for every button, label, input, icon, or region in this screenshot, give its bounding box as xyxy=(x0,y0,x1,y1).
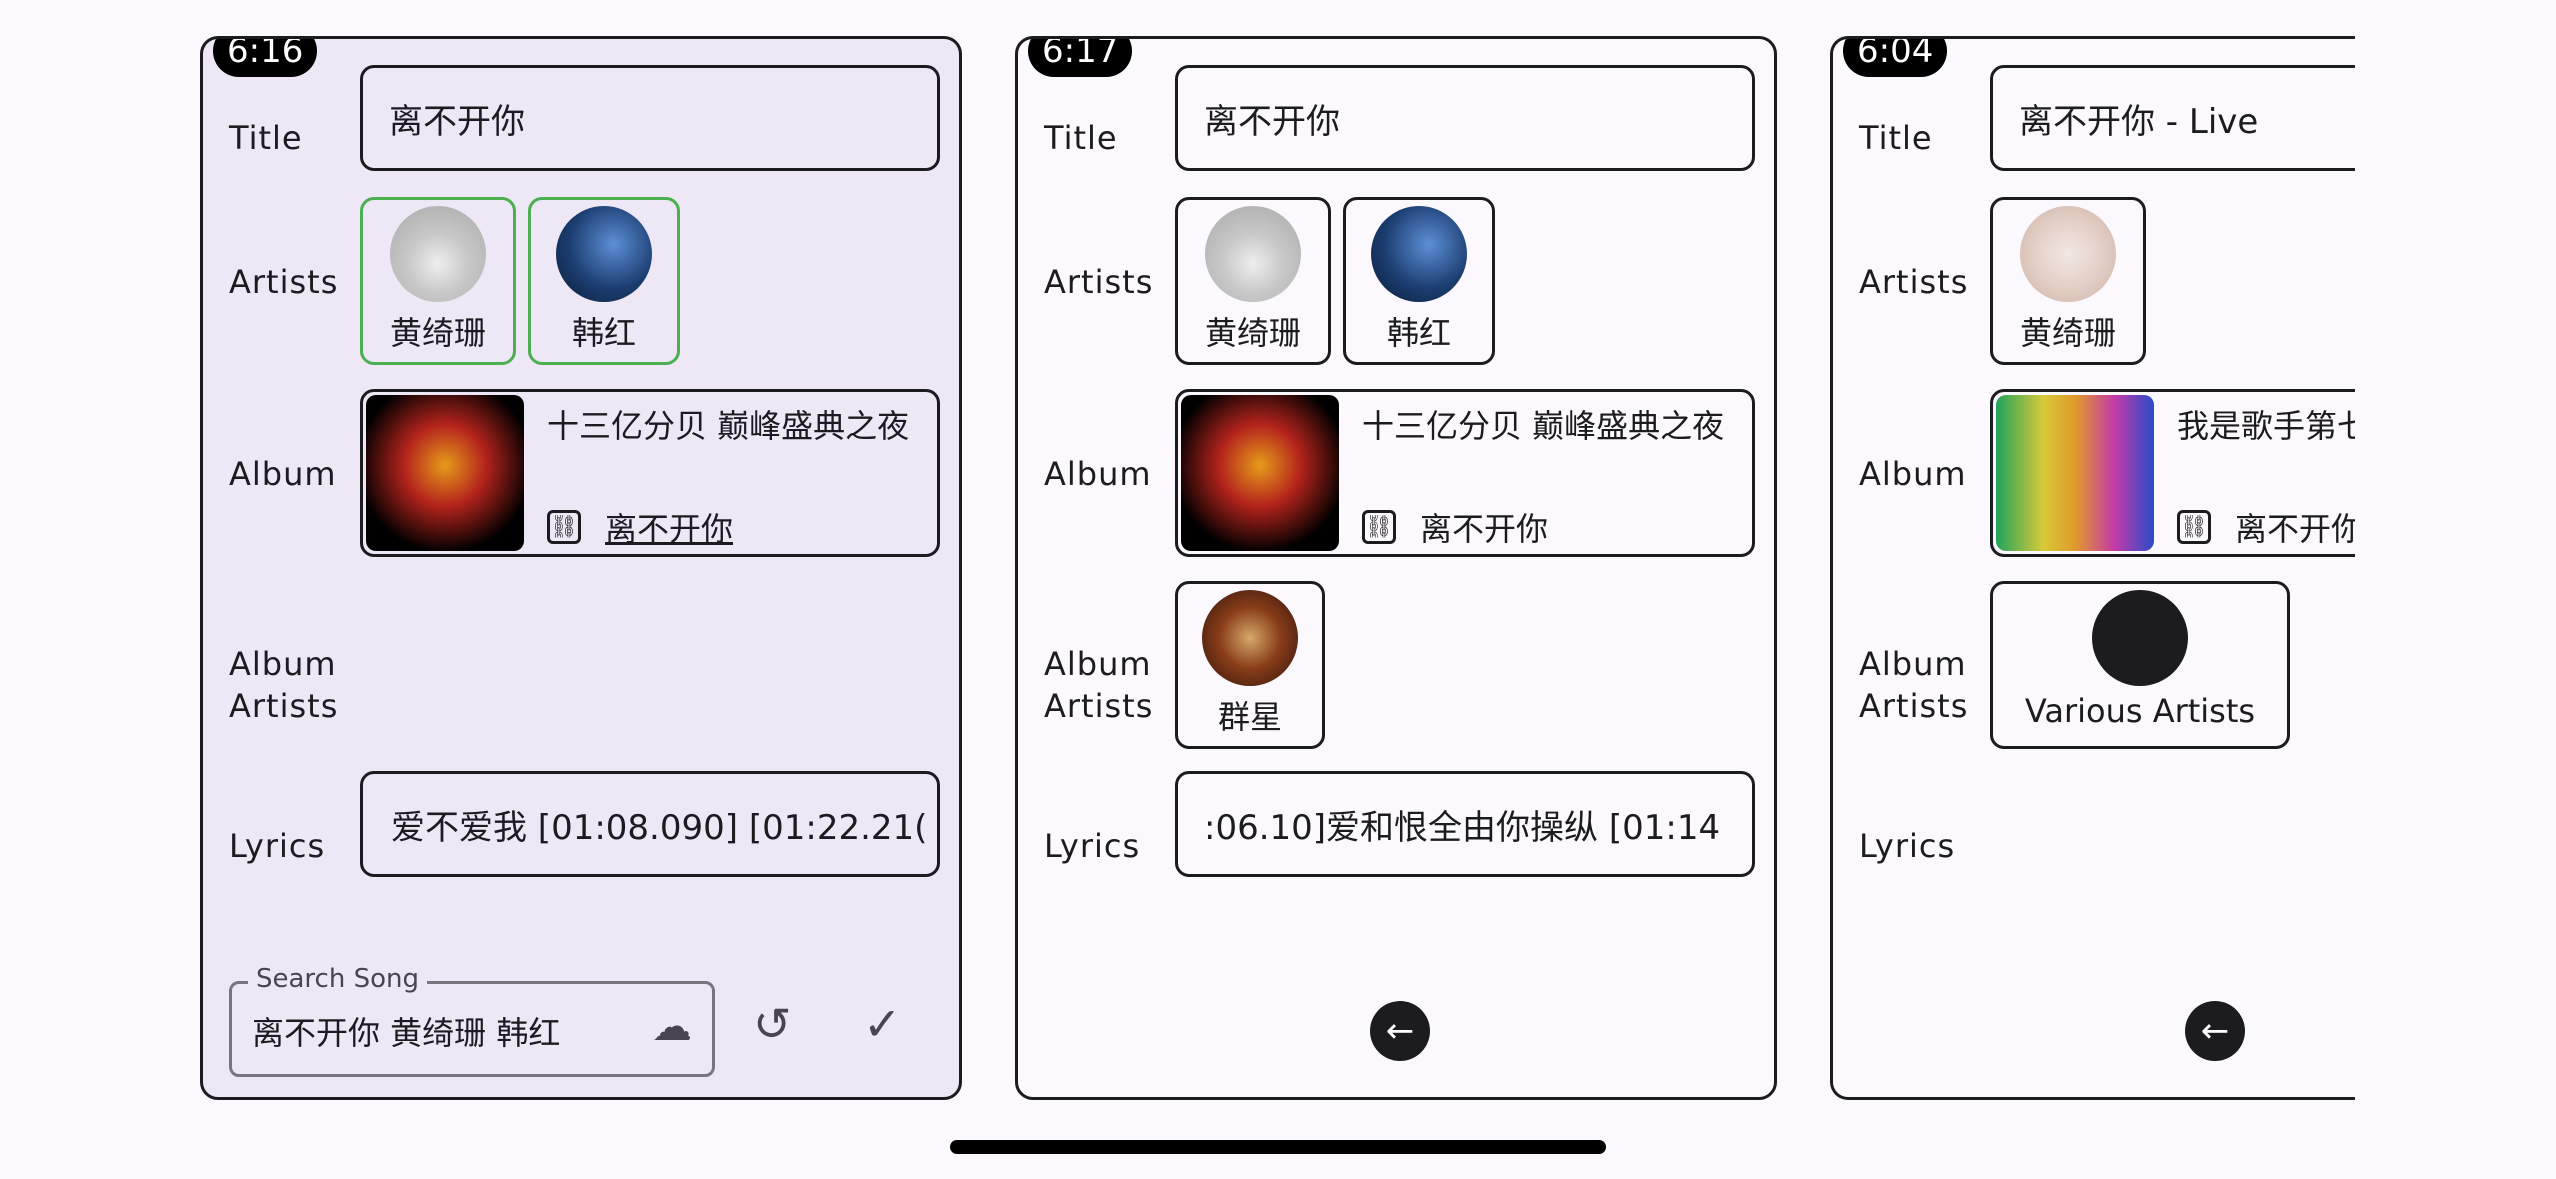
album-label: Album xyxy=(229,455,337,493)
artist-avatar xyxy=(1371,206,1467,302)
album-artist-name: Various Artists xyxy=(2024,692,2256,730)
search-legend: Search Song xyxy=(248,964,427,994)
artist-avatar xyxy=(2020,206,2116,302)
title-label: Title xyxy=(1859,119,1933,157)
time-badge: 6:04 xyxy=(1843,39,1948,77)
lyrics-label: Lyrics xyxy=(229,827,326,865)
artist-chip[interactable]: 韩红 xyxy=(528,197,680,365)
artist-chip[interactable]: 黄绮珊 xyxy=(360,197,516,365)
album-artists-label: Album Artists xyxy=(1859,645,1969,725)
album-artists-label: Album Artists xyxy=(229,645,339,725)
album-title: 十三亿分贝 巅峰盛典之夜 xyxy=(547,407,910,445)
album-link[interactable]: ⛓ 离不开你 xyxy=(2177,504,2355,550)
album-artist-avatar xyxy=(1202,590,1298,686)
link-icon: ⛓ xyxy=(547,510,581,544)
arrow-back-icon[interactable]: ← xyxy=(1370,1001,1430,1061)
artists-label: Artists xyxy=(229,263,339,301)
time-badge: 6:16 xyxy=(213,39,318,77)
artist-chip[interactable]: 黄绮珊 xyxy=(1990,197,2146,365)
album-artists-label: Album Artists xyxy=(1044,645,1154,725)
lyrics-field[interactable]: 爱不爱我 [01:08.090] [01:22.21( xyxy=(360,771,940,877)
album-card[interactable]: 我是歌手第七季 期 Live) ⛓ 离不开你 xyxy=(1990,389,2355,557)
home-indicator[interactable] xyxy=(950,1140,1606,1154)
title-label: Title xyxy=(229,119,303,157)
artists-label: Artists xyxy=(1044,263,1154,301)
album-label: Album xyxy=(1044,455,1152,493)
album-title: 我是歌手第七季 期 Live) xyxy=(2177,407,2355,445)
album-label: Album xyxy=(1859,455,1967,493)
artist-name: 黄绮珊 xyxy=(2019,314,2116,352)
artists-label: Artists xyxy=(1859,263,1969,301)
album-artist-chip[interactable]: 群星 xyxy=(1175,581,1325,749)
artist-name: 黄绮珊 xyxy=(389,314,486,352)
editor-panel-2: 6:17 Title 离不开你 Artists 黄绮珊 韩红 Album 十三亿… xyxy=(1015,36,1777,1100)
album-link-text: 离不开你 xyxy=(1420,510,1549,548)
lyrics-label: Lyrics xyxy=(1859,827,1956,865)
album-artist-name: 群星 xyxy=(1217,698,1282,736)
album-cover xyxy=(366,395,524,551)
time-badge: 6:17 xyxy=(1028,39,1133,77)
artist-avatar xyxy=(390,206,486,302)
album-link[interactable]: ⛓ 离不开你 xyxy=(1362,504,1548,550)
artist-name: 韩红 xyxy=(571,314,636,352)
album-card[interactable]: 十三亿分贝 巅峰盛典之夜 ⛓ 离不开你 xyxy=(360,389,940,557)
artist-chip[interactable]: 韩红 xyxy=(1343,197,1495,365)
album-link-text: 离不开你 xyxy=(2235,510,2355,548)
editor-panel-3: 6:04 Title 离不开你 - Live Artists 黄绮珊 Album… xyxy=(1830,36,2355,1100)
check-icon[interactable]: ✓ xyxy=(863,997,902,1051)
cloud-download-icon[interactable]: ☁ xyxy=(652,1004,692,1050)
album-link-text: 离不开你 xyxy=(605,510,734,548)
editor-panel-1: 6:16 Title 离不开你 Artists 黄绮珊 韩红 Album 十三亿… xyxy=(200,36,962,1100)
artist-chip[interactable]: 黄绮珊 xyxy=(1175,197,1331,365)
album-artist-avatar xyxy=(2092,590,2188,686)
arrow-back-icon[interactable]: ← xyxy=(2185,1001,2245,1061)
search-input[interactable]: 离不开你 黄绮珊 韩红 xyxy=(252,1014,561,1052)
search-song-field[interactable]: Search Song 离不开你 黄绮珊 韩红 ☁ xyxy=(229,964,715,1077)
album-cover xyxy=(1181,395,1339,551)
artist-name: 黄绮珊 xyxy=(1204,314,1301,352)
artist-avatar xyxy=(556,206,652,302)
history-icon[interactable]: ↺ xyxy=(753,997,792,1051)
link-icon: ⛓ xyxy=(2177,510,2211,544)
link-icon: ⛓ xyxy=(1362,510,1396,544)
album-title: 十三亿分贝 巅峰盛典之夜 xyxy=(1362,407,1725,445)
album-cover xyxy=(1996,395,2154,551)
title-field[interactable]: 离不开你 xyxy=(360,65,940,171)
lyrics-field[interactable]: :06.10]爱和恨全由你操纵 [01:14 xyxy=(1175,771,1755,877)
album-link[interactable]: ⛓ 离不开你 xyxy=(547,504,733,550)
album-card[interactable]: 十三亿分贝 巅峰盛典之夜 ⛓ 离不开你 xyxy=(1175,389,1755,557)
album-artist-chip[interactable]: Various Artists xyxy=(1990,581,2290,749)
title-field[interactable]: 离不开你 - Live xyxy=(1990,65,2355,171)
title-field[interactable]: 离不开你 xyxy=(1175,65,1755,171)
lyrics-label: Lyrics xyxy=(1044,827,1141,865)
title-label: Title xyxy=(1044,119,1118,157)
artist-name: 韩红 xyxy=(1386,314,1451,352)
artist-avatar xyxy=(1205,206,1301,302)
